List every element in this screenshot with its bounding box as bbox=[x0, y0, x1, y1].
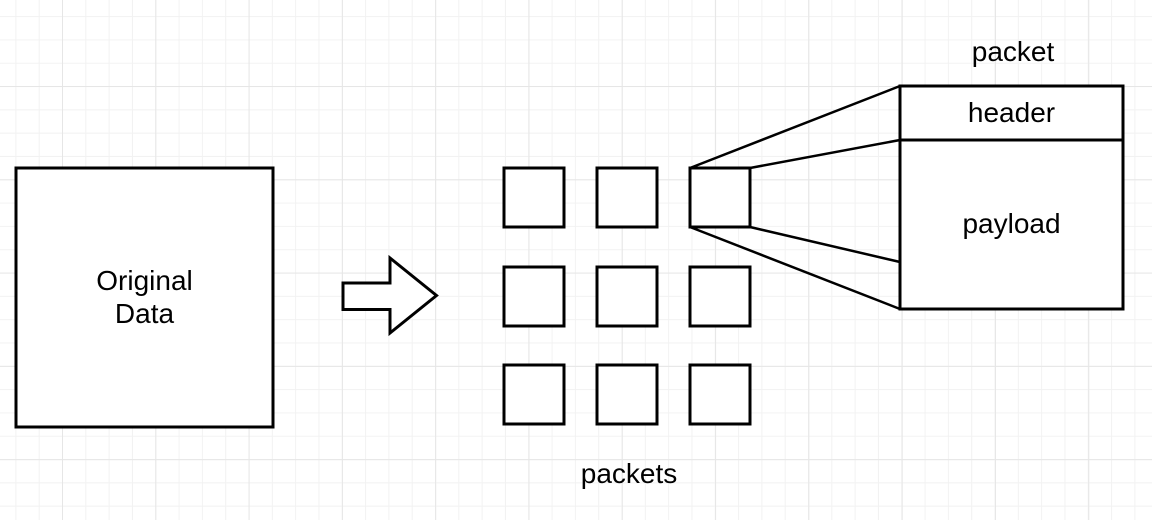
packet-square bbox=[502, 363, 566, 426]
packet-header-label: header bbox=[967, 97, 1056, 129]
packet-square bbox=[502, 166, 566, 229]
zoom-connector-line-lower-middle bbox=[749, 225, 901, 264]
zoom-connector-line-top bbox=[689, 84, 901, 170]
zoom-connector-lines bbox=[689, 84, 901, 311]
packet-detail-box bbox=[898, 84, 1125, 311]
packet-square bbox=[688, 265, 752, 328]
zoom-connector-line-upper-middle bbox=[749, 138, 901, 170]
packet-square bbox=[688, 363, 752, 426]
packet-square bbox=[595, 363, 659, 426]
packets-grid bbox=[502, 166, 752, 426]
packets-label: packets bbox=[580, 457, 678, 489]
packet-title-label: packet bbox=[971, 35, 1055, 67]
packet-box-outline bbox=[898, 84, 1125, 311]
zoom-connector-line-bottom bbox=[689, 225, 901, 311]
packet-square-zoomed bbox=[688, 166, 752, 229]
original-data-label: Original Data bbox=[96, 265, 193, 329]
packet-square bbox=[502, 265, 566, 328]
original-data-box bbox=[14, 166, 275, 429]
packet-square bbox=[595, 265, 659, 328]
right-block-arrow-icon bbox=[341, 254, 439, 337]
packet-square bbox=[595, 166, 659, 229]
packet-payload-label: payload bbox=[962, 208, 1061, 240]
